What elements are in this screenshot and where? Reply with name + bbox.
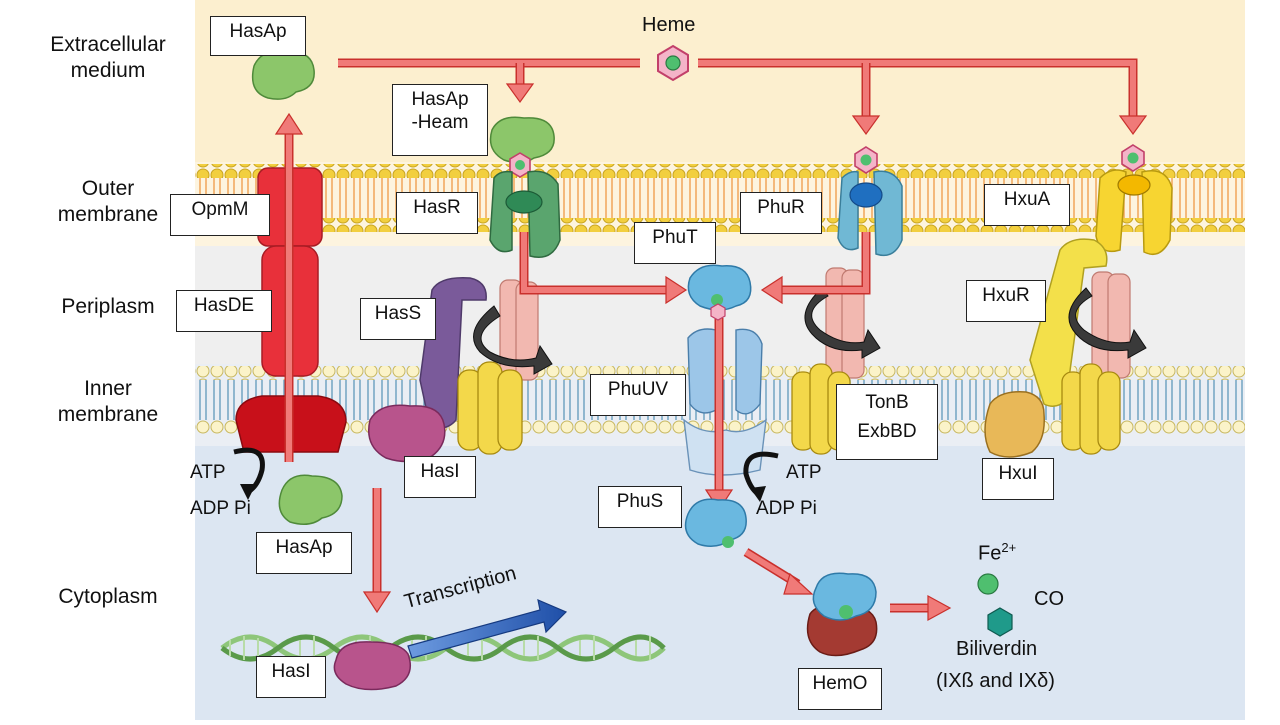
hxua-receptor	[1095, 144, 1173, 255]
tonb-stalks	[499, 267, 1131, 381]
phut-protein	[687, 264, 752, 321]
label-hasap-bottom: HasAp	[256, 532, 352, 574]
label-hasap-heam: HasAp -Heam	[392, 84, 488, 156]
label-hxui: HxuI	[982, 458, 1054, 500]
zone-label-inner-membrane: Inner membrane	[57, 377, 159, 427]
label-hxur: HxuR	[966, 280, 1046, 322]
label-heme: Heme	[642, 14, 696, 36]
label-fe: Fe2+	[978, 540, 1016, 566]
heme-uptake-arrows	[338, 58, 1138, 118]
label-hasde: HasDE	[176, 290, 272, 332]
phus-protein	[684, 498, 747, 548]
hasi-bottom-protein	[333, 641, 411, 691]
extracellular-zone	[195, 0, 1245, 162]
label-tonb-exbbd: TonB ExbBD	[836, 384, 938, 460]
label-atp-left: ATP	[190, 462, 226, 483]
heme-icon	[657, 44, 689, 82]
zone-label-periplasm: Periplasm	[61, 295, 155, 318]
label-fe-symbol: Fe	[978, 542, 1002, 565]
label-adp-right: ADP Pi	[756, 498, 817, 519]
hxui-protein	[984, 391, 1045, 458]
label-hass: HasS	[360, 298, 436, 340]
label-adp-left: ADP Pi	[190, 498, 251, 519]
phuuv-transporter	[683, 328, 767, 476]
label-phur: PhuR	[740, 192, 822, 234]
label-biliverdin: Biliverdin	[956, 638, 1038, 660]
exbbd-complexes	[457, 361, 1121, 455]
zone-label-extracellular: Extracellular medium	[50, 33, 166, 83]
periplasm-arrows	[519, 232, 871, 494]
label-phuuv: PhuUV	[590, 374, 686, 416]
label-atp-right: ATP	[786, 462, 822, 483]
phur-receptor	[837, 146, 903, 257]
biliverdin-hexagon-icon	[987, 607, 1013, 637]
zone-label-cytoplasm: Cytoplasm	[58, 585, 158, 608]
label-biliverdin-isomers: (IXß and IXδ)	[936, 670, 1055, 692]
hemo-protein	[806, 572, 878, 657]
label-phus: PhuS	[598, 486, 682, 528]
zone-label-outer-membrane: Outer membrane	[57, 177, 159, 227]
label-opmm: OpmM	[170, 194, 270, 236]
label-hasi-bottom: HasI	[256, 656, 326, 698]
hasap-heam-protein	[489, 116, 555, 164]
label-phut: PhuT	[634, 222, 716, 264]
hasap-bottom-protein	[278, 474, 343, 525]
fe-atom-icon	[977, 573, 999, 595]
label-fe-charge: 2+	[1001, 540, 1017, 555]
hasr-receptor	[489, 170, 561, 258]
outer-membrane-bilayer	[195, 164, 1245, 232]
label-co: CO	[1034, 588, 1064, 610]
label-hxua: HxuA	[984, 184, 1070, 226]
curved-arrow-icon	[473, 287, 1147, 375]
hxur-protein	[1029, 238, 1108, 407]
label-hasi-mid: HasI	[404, 456, 476, 498]
hasi-mid-protein	[368, 404, 446, 463]
label-hasap-top: HasAp	[210, 16, 306, 56]
label-hasr: HasR	[396, 192, 478, 234]
label-hemo: HemO	[798, 668, 882, 710]
transcription-arrow	[407, 598, 568, 659]
